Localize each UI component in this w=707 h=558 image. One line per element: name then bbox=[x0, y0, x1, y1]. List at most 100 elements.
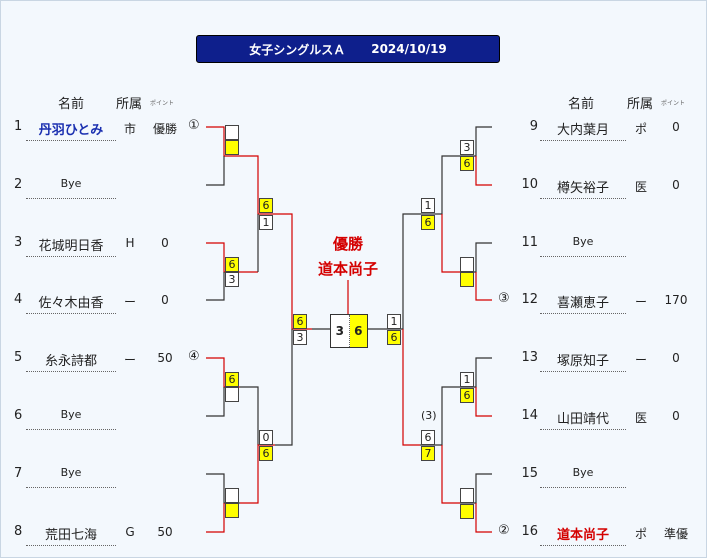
player-affiliation: ー bbox=[634, 353, 647, 367]
score-cell: 6 bbox=[421, 430, 435, 445]
score-cell: 6 bbox=[293, 314, 307, 329]
player-affiliation: 医 bbox=[634, 180, 647, 194]
name-underline bbox=[26, 487, 116, 488]
player-affiliation: ポ bbox=[634, 527, 647, 541]
score-cell: 1 bbox=[259, 215, 273, 230]
score-cell: 6 bbox=[225, 372, 239, 387]
player-name: 道本尚子 bbox=[556, 528, 609, 543]
player-name: 花城明日香 bbox=[38, 239, 104, 254]
player-points: 50 bbox=[157, 351, 173, 365]
score-cell: 1 bbox=[387, 314, 401, 329]
final-score-right: 6 bbox=[349, 315, 367, 347]
score-cell: 6 bbox=[460, 156, 474, 171]
score-cell: 6 bbox=[259, 446, 273, 461]
player-affiliation: ー bbox=[123, 295, 136, 309]
name-underline bbox=[540, 371, 626, 372]
name-underline bbox=[26, 313, 116, 314]
player-name: 大内葉月 bbox=[556, 123, 609, 138]
seed-mark: ③ bbox=[498, 291, 510, 306]
player-number: 6 bbox=[14, 408, 23, 423]
player-number: 3 bbox=[14, 235, 23, 250]
score-cell: 0 bbox=[259, 430, 273, 445]
player-number: 13 bbox=[521, 350, 538, 365]
name-underline bbox=[26, 140, 116, 141]
player-affiliation: 市 bbox=[123, 122, 136, 136]
player-points: 0 bbox=[161, 236, 169, 250]
score-cell bbox=[460, 272, 474, 287]
score-cell: 6 bbox=[387, 330, 401, 345]
player-number: 4 bbox=[14, 292, 23, 307]
header-points-right: ポイント bbox=[661, 100, 686, 107]
player-number: 7 bbox=[14, 466, 23, 481]
player-number: 1 bbox=[14, 119, 23, 134]
score-cell bbox=[225, 503, 239, 518]
player-points: 170 bbox=[664, 293, 688, 307]
header-points-left: ポイント bbox=[150, 100, 175, 107]
player-name: 樽矢裕子 bbox=[556, 181, 609, 196]
player-name: 丹羽ひとみ bbox=[38, 123, 104, 138]
name-underline bbox=[540, 545, 626, 546]
player-affiliation: ポ bbox=[634, 122, 647, 136]
event-date: 2024/10/19 bbox=[371, 42, 447, 56]
player-affiliation: ー bbox=[123, 353, 136, 367]
score-cell bbox=[225, 125, 239, 140]
player-number: 9 bbox=[529, 119, 538, 134]
name-underline bbox=[540, 487, 626, 488]
header-name-left: 名前 bbox=[58, 97, 85, 112]
name-underline bbox=[26, 545, 116, 546]
score-cell: 3 bbox=[293, 330, 307, 345]
score-cell: 6 bbox=[421, 215, 435, 230]
player-number: 11 bbox=[521, 235, 538, 250]
player-points: 0 bbox=[672, 351, 680, 365]
player-name: Bye bbox=[60, 408, 82, 421]
match-seed-note: (3) bbox=[421, 409, 437, 422]
score-cell: 6 bbox=[225, 257, 239, 272]
player-number: 15 bbox=[521, 466, 538, 481]
score-cell: 6 bbox=[259, 198, 273, 213]
player-name: Bye bbox=[572, 466, 594, 479]
score-cell: 1 bbox=[460, 372, 474, 387]
player-number: 10 bbox=[521, 177, 538, 192]
score-cell bbox=[460, 504, 474, 519]
seed-mark: ① bbox=[188, 118, 200, 133]
player-name: 荒田七海 bbox=[44, 528, 97, 543]
score-cell bbox=[225, 488, 239, 503]
name-underline bbox=[540, 140, 626, 141]
champion-name: 道本尚子 bbox=[317, 260, 378, 278]
player-number: 12 bbox=[521, 292, 538, 307]
header-affiliation-right: 所属 bbox=[627, 97, 654, 112]
name-underline bbox=[26, 371, 116, 372]
player-name: Bye bbox=[60, 177, 82, 190]
score-cell bbox=[460, 257, 474, 272]
final-score-left: 3 bbox=[331, 315, 350, 347]
seed-mark: ④ bbox=[188, 349, 200, 364]
score-cell: 3 bbox=[225, 272, 239, 287]
score-cell bbox=[225, 387, 239, 402]
final-score-box: 3 6 bbox=[330, 314, 368, 348]
score-cell bbox=[225, 140, 239, 155]
score-cell: 6 bbox=[460, 388, 474, 403]
header-affiliation-left: 所属 bbox=[116, 97, 143, 112]
score-cell: 1 bbox=[421, 198, 435, 213]
player-affiliation: ー bbox=[634, 295, 647, 309]
player-points: 0 bbox=[672, 178, 680, 192]
name-underline bbox=[540, 256, 626, 257]
player-affiliation: G bbox=[125, 525, 135, 539]
champion-label: 優勝 bbox=[332, 235, 363, 253]
player-name: 喜瀬恵子 bbox=[556, 296, 609, 311]
player-number: 14 bbox=[521, 408, 538, 423]
player-name: Bye bbox=[60, 466, 82, 479]
player-name: 塚原知子 bbox=[556, 354, 609, 369]
player-points: 準優 bbox=[663, 527, 688, 541]
name-underline bbox=[540, 429, 626, 430]
player-name: Bye bbox=[572, 235, 594, 248]
player-number: 5 bbox=[14, 350, 23, 365]
name-underline bbox=[540, 198, 626, 199]
player-points: 優勝 bbox=[152, 122, 177, 136]
player-name: 糸永詩都 bbox=[44, 354, 97, 369]
player-name: 佐々木由香 bbox=[38, 296, 104, 311]
player-points: 0 bbox=[161, 293, 169, 307]
seed-mark: ② bbox=[498, 523, 510, 538]
name-underline bbox=[540, 313, 626, 314]
